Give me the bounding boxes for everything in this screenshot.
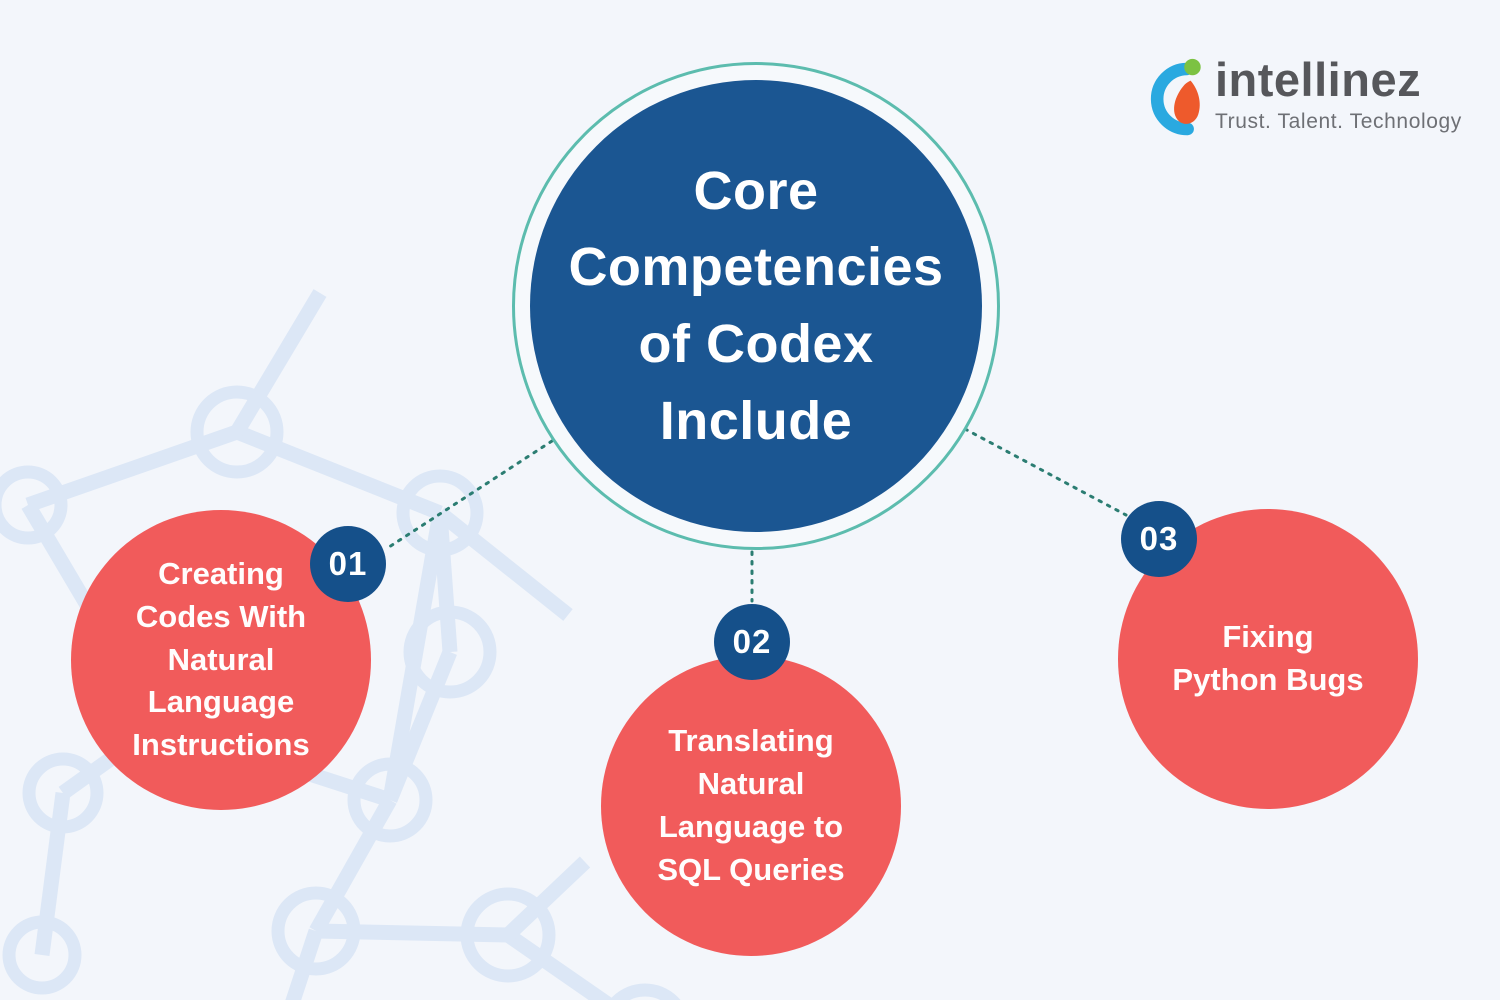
brand-logo: intellinez Trust. Talent. Technology [1148, 56, 1462, 140]
central-title: Core Competencies of Codex Include [568, 160, 944, 451]
competency-label-3: Fixing Python Bugs [1172, 619, 1364, 697]
number-badge-01: 01 [310, 526, 386, 602]
dotted-connector-1 [384, 439, 554, 551]
central-topic-circle: Core Competencies of Codex Include [530, 80, 982, 532]
competency-circle-2: Translating Natural Language to SQL Quer… [601, 656, 901, 956]
brand-name: intellinez [1215, 53, 1422, 106]
competency-label-1: Creating Codes With Natural Language Ins… [132, 556, 310, 763]
number-badge-02: 02 [714, 604, 790, 680]
brand-logo-icon [1150, 58, 1201, 136]
dotted-connector-3 [963, 427, 1128, 517]
number-badge-03: 03 [1121, 501, 1197, 577]
brand-tagline: Trust. Talent. Technology [1215, 110, 1462, 133]
brand-logo-text: intellinez Trust. Talent. Technology [1215, 56, 1462, 134]
competency-label-2: Translating Natural Language to SQL Quer… [657, 723, 845, 887]
